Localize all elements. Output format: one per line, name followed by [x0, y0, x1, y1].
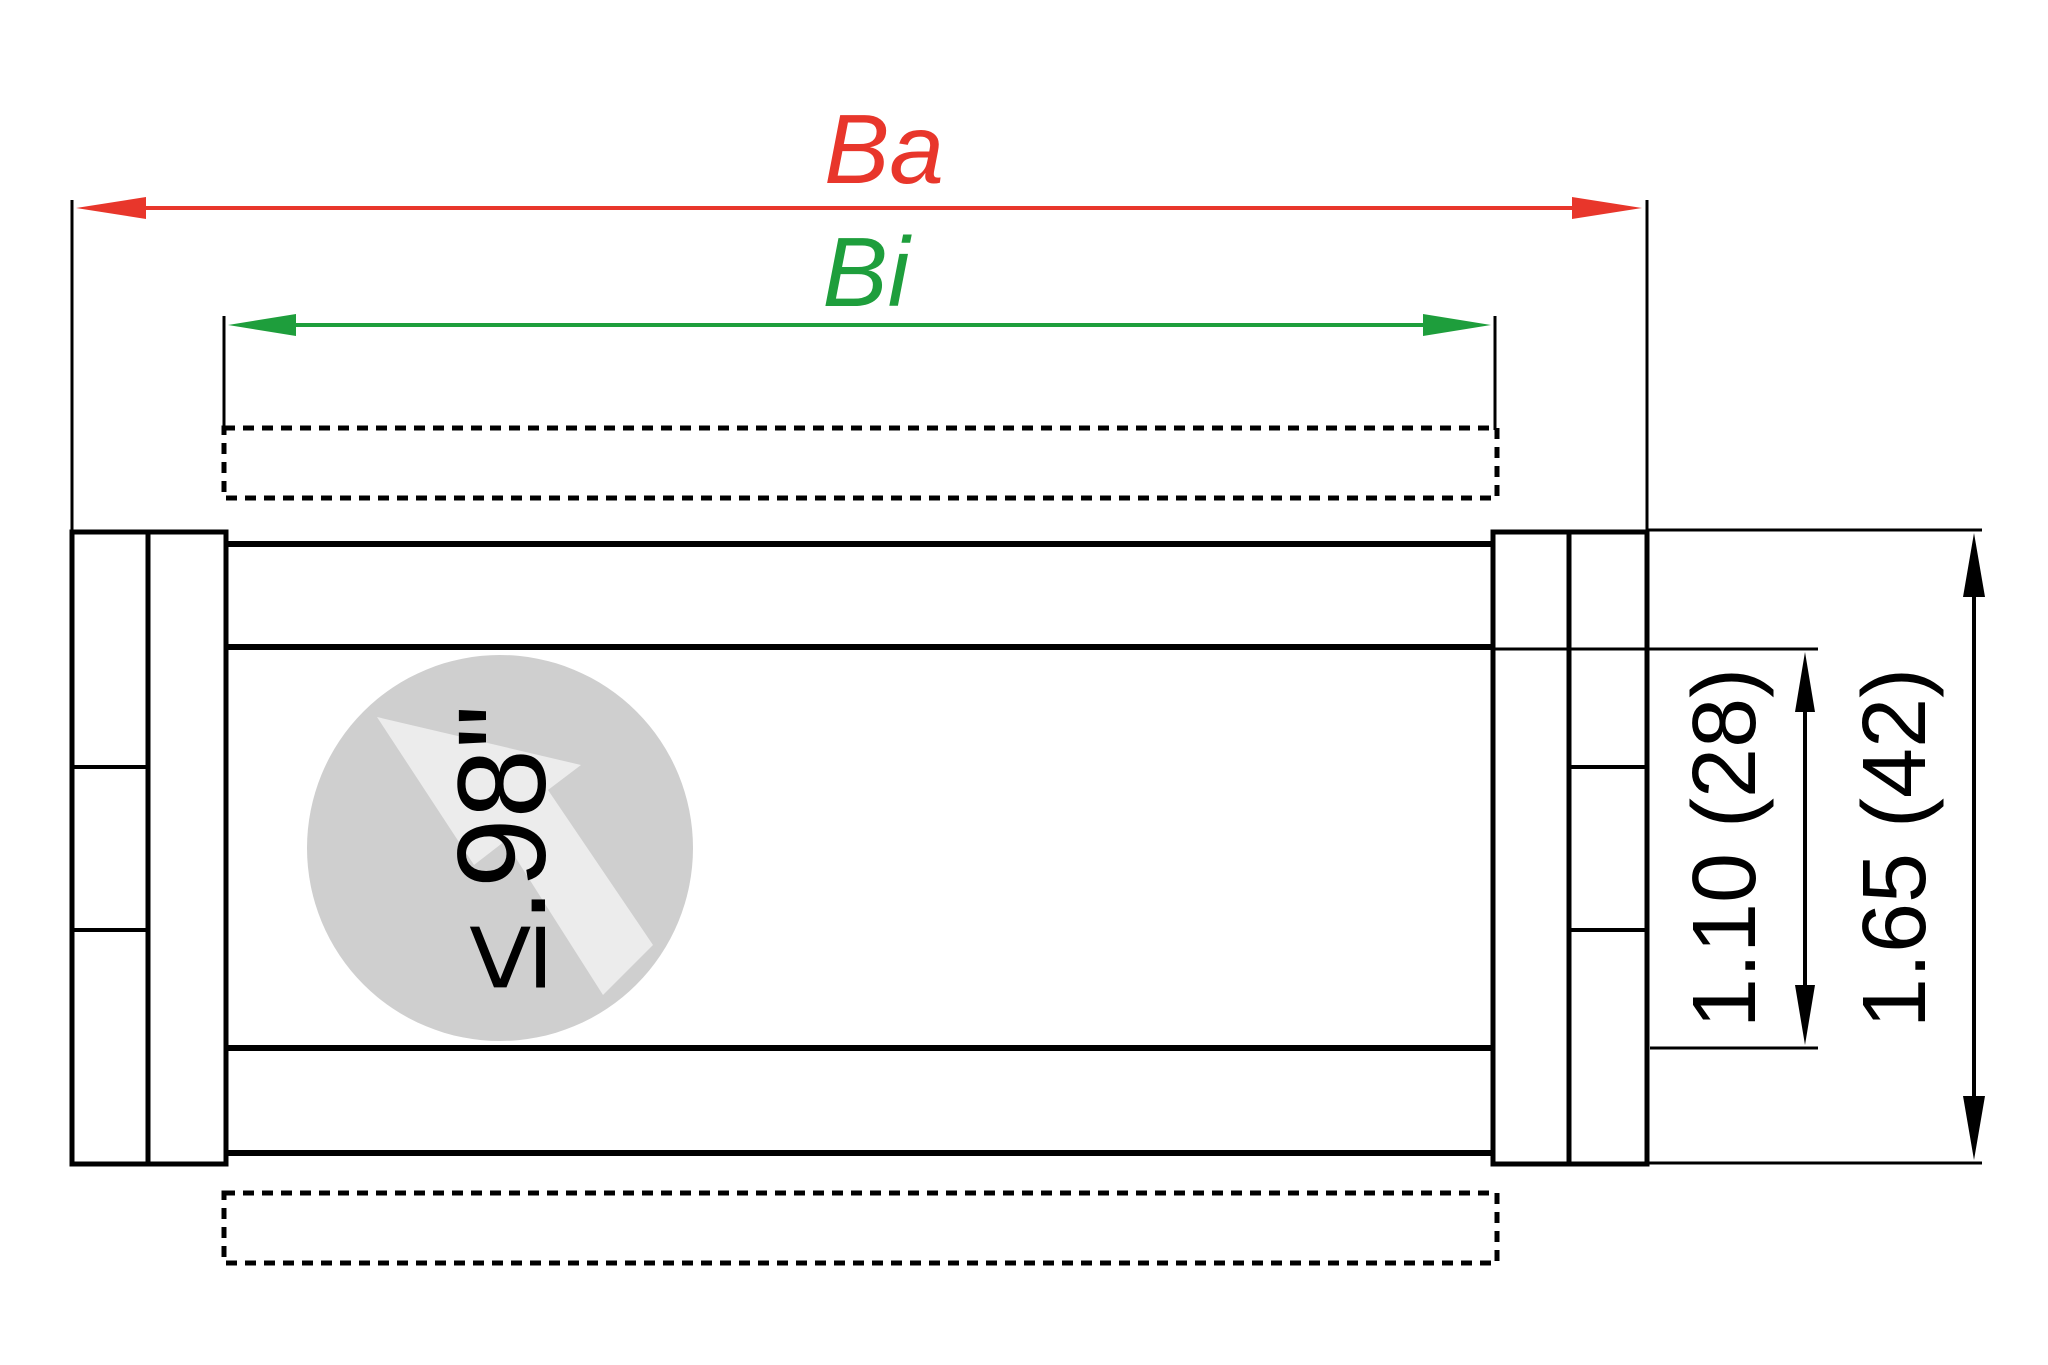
inner-width-arrow-right — [1423, 314, 1491, 336]
outer-width-label: Ba — [824, 94, 944, 204]
left-inner-plate — [145, 529, 229, 1167]
right-inner-plate — [1490, 529, 1572, 1167]
outer-height-dimension: 1.65 (42) — [1647, 528, 1985, 1165]
inner-width-label: Bi — [822, 217, 911, 327]
inner-width-dimension: Bi — [222, 217, 1497, 430]
inner-height-dimension: 1.10 (28) — [1493, 647, 1818, 1050]
outer-height-arrow-bottom — [1963, 1096, 1985, 1160]
max-cable-diameter-badge: ≤.98" — [307, 655, 693, 1041]
inner-height-label: 1.10 (28) — [1675, 668, 1775, 1028]
badge-label: ≤.98" — [433, 705, 572, 992]
inner-height-arrow-bottom — [1795, 985, 1815, 1045]
inner-height-arrow-top — [1795, 652, 1815, 712]
upper-dashed-outline — [221, 425, 1500, 501]
outer-height-label: 1.65 (42) — [1845, 668, 1945, 1028]
badge-arrow-icon — [377, 717, 653, 995]
right-outer-plate — [1566, 529, 1650, 1167]
outer-width-arrow-left — [76, 197, 146, 219]
crossbars — [226, 541, 1493, 1156]
outer-height-arrow-top — [1963, 533, 1985, 597]
inner-width-arrow-left — [228, 314, 296, 336]
left-side-plate — [69, 529, 229, 1167]
outer-width-arrow-right — [1572, 197, 1642, 219]
left-outer-plate — [69, 529, 151, 1167]
lower-dashed-outline — [221, 1190, 1500, 1266]
right-side-plate — [1490, 529, 1650, 1167]
outer-width-dimension: Ba — [70, 94, 1649, 532]
